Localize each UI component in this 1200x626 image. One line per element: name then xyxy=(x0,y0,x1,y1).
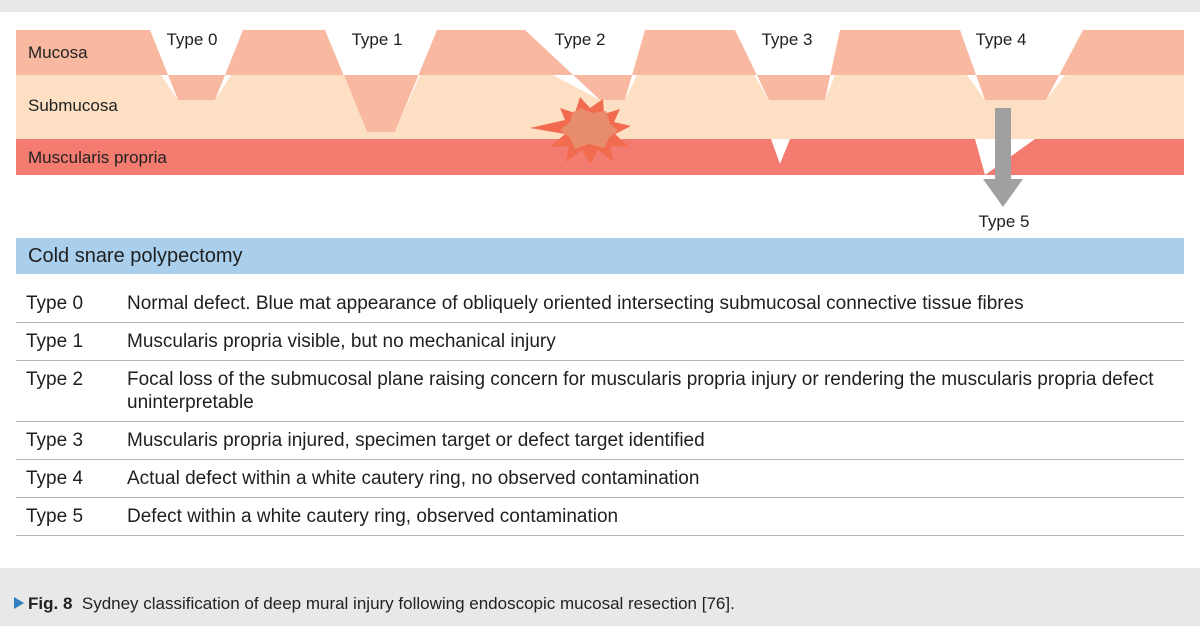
row-type: Type 3 xyxy=(26,430,84,451)
table-row: Type 3 Muscularis propria injured, speci… xyxy=(16,422,1184,460)
row-type: Type 2 xyxy=(26,369,84,390)
figure-caption: Fig. 8 Sydney classification of deep mur… xyxy=(14,594,735,614)
row-description: Normal defect. Blue mat appearance of ob… xyxy=(127,293,1024,314)
injury-burst-core xyxy=(560,108,618,149)
table-row: Type 4 Actual defect within a white caut… xyxy=(16,460,1184,498)
table-header-title: Cold snare polypectomy xyxy=(28,245,243,267)
caption-arrow-icon xyxy=(14,597,24,609)
table-header: Cold snare polypectomy xyxy=(16,238,1184,274)
row-description: Focal loss of the submucosal plane raisi… xyxy=(127,369,1154,413)
figure-panel: Mucosa Submucosa Muscularis propria Type… xyxy=(0,12,1200,568)
mucosa-layer xyxy=(16,30,1184,132)
type-label-5: Type 5 xyxy=(978,212,1029,231)
row-type: Type 1 xyxy=(26,331,84,352)
muscularis-layer xyxy=(16,139,1184,175)
table-row: Type 5 Defect within a white cautery rin… xyxy=(16,498,1184,536)
row-description: Muscularis propria visible, but no mecha… xyxy=(127,331,556,352)
table-row: Type 1 Muscularis propria visible, but n… xyxy=(16,323,1184,361)
type-label-3: Type 3 xyxy=(761,30,812,49)
figure-label: Fig. 8 xyxy=(28,594,73,613)
row-description: Defect within a white cautery ring, obse… xyxy=(127,506,619,527)
row-description: Muscularis propria injured, specimen tar… xyxy=(127,430,705,451)
table-row: Type 0 Normal defect. Blue mat appearanc… xyxy=(16,285,1184,323)
mural-injury-diagram: Mucosa Submucosa Muscularis propria Type… xyxy=(16,30,1184,231)
layer-label-muscularis: Muscularis propria xyxy=(28,148,167,167)
row-type: Type 4 xyxy=(26,468,84,489)
type-label-0: Type 0 xyxy=(166,30,217,49)
type5-arrow-shaft xyxy=(995,108,1011,180)
caption-text: Sydney classification of deep mural inju… xyxy=(81,594,735,613)
layer-label-submucosa: Submucosa xyxy=(28,96,118,115)
row-type: Type 0 xyxy=(26,293,84,314)
type5-arrow-head xyxy=(983,179,1023,207)
layer-label-mucosa: Mucosa xyxy=(28,43,88,62)
type-label-4: Type 4 xyxy=(975,30,1026,49)
row-description: Actual defect within a white cautery rin… xyxy=(127,468,700,489)
classification-table: Type 0 Normal defect. Blue mat appearanc… xyxy=(16,285,1184,536)
table-row: Type 2 Focal loss of the submucosal plan… xyxy=(16,361,1184,422)
type-label-1: Type 1 xyxy=(351,30,402,49)
row-type: Type 5 xyxy=(26,506,84,527)
type-label-2: Type 2 xyxy=(554,30,605,49)
